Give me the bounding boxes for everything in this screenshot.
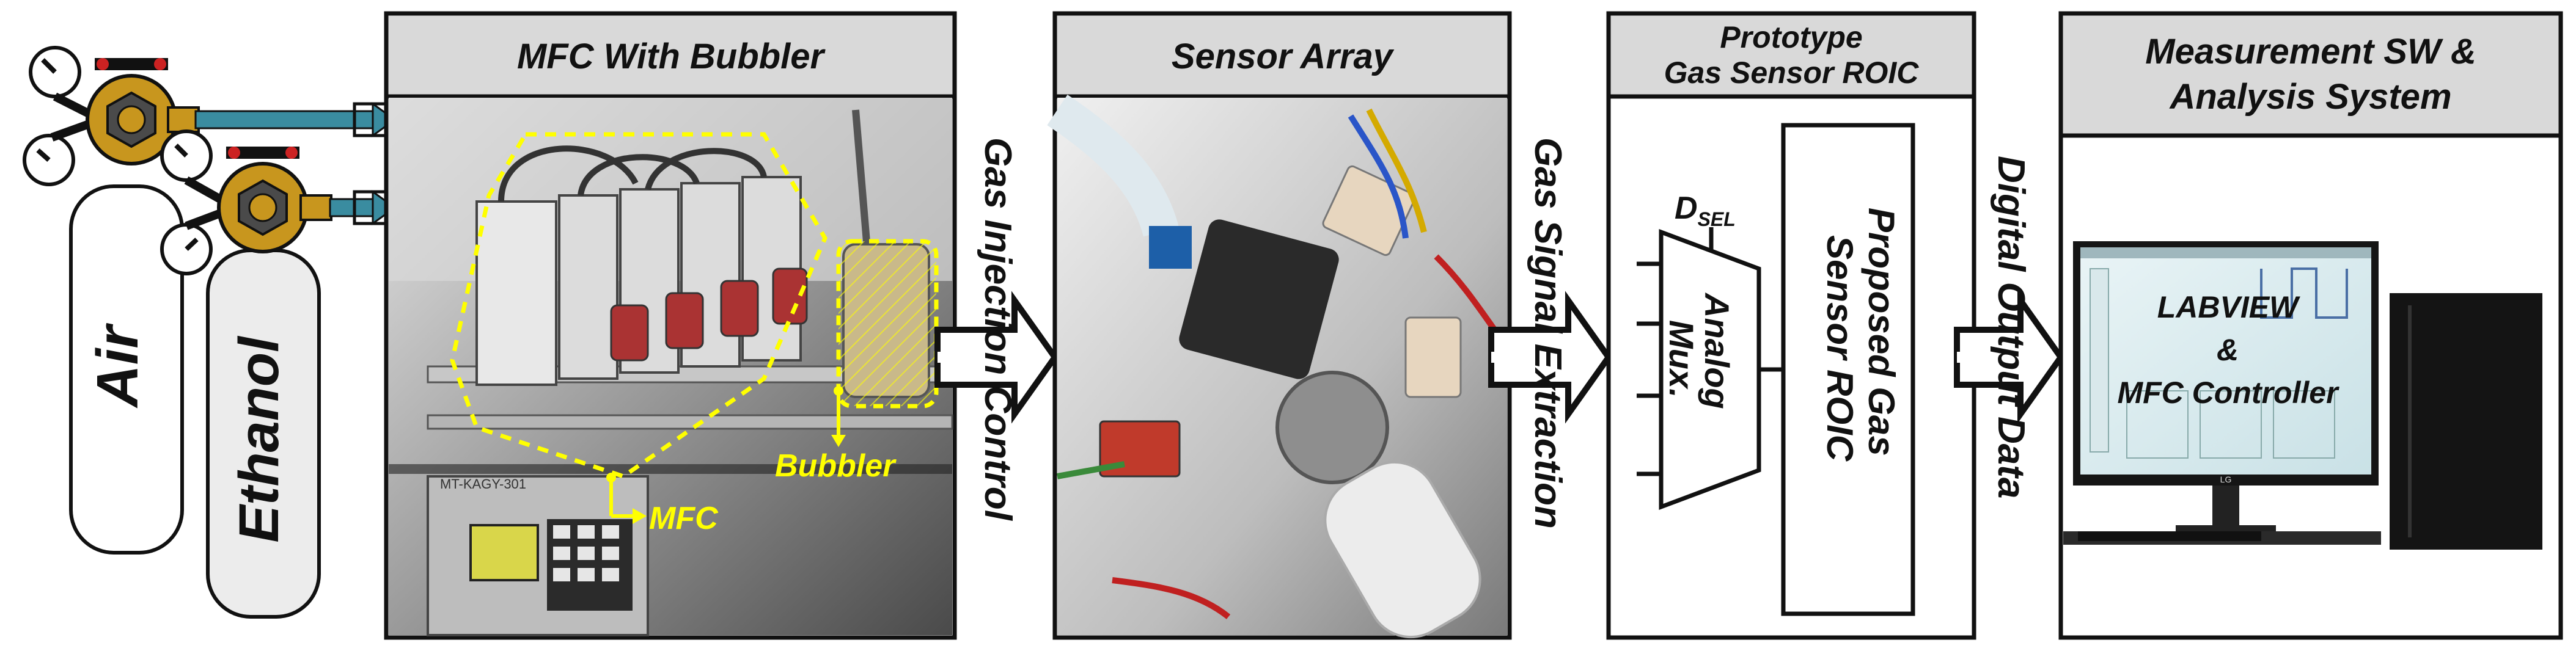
roic-label-line1: Proposed Gas [1861, 208, 1902, 456]
computer-photo: LG LABVIEW & MFC Controller [2063, 241, 2542, 550]
bubbler-label: Bubbler [775, 448, 897, 484]
sensor-panel: Sensor Array [1047, 11, 1512, 640]
roic-title-line2: Gas Sensor ROIC [1664, 56, 1920, 90]
mux-label-line1: Analog [1698, 292, 1736, 409]
digital-output-label: Digital Output Data [1990, 156, 2032, 498]
measurement-title-line1: Measurement SW & [2145, 32, 2476, 71]
analog-mux-block: Analog Mux. [1637, 227, 1761, 511]
roic-panel: Prototype Gas Sensor ROIC Analog Mux. DS… [1606, 11, 1976, 640]
ethanol-cylinder: Ethanol [206, 249, 321, 619]
air-label: Air [85, 323, 150, 409]
measurement-title-line2: Analysis System [2168, 77, 2451, 117]
bubbler-callout: Bubbler [775, 386, 897, 484]
mfc-label: MFC [649, 501, 719, 536]
ethanol-regulator-icon [160, 129, 332, 275]
proposed-roic-block: Proposed Gas Sensor ROIC [1781, 123, 1915, 616]
roic-title-line1: Prototype [1720, 20, 1862, 54]
controller-brand-label: MT-KAGY-301 [440, 476, 526, 492]
bubbler-highlight [836, 239, 939, 409]
mux-label-line2: Mux. [1662, 320, 1701, 398]
monitor-brand-label: LG [2220, 475, 2232, 484]
mfc-panel-title: MFC With Bubbler [517, 37, 826, 76]
mfc-panel: MFC With Bubbler [384, 11, 957, 640]
sensor-photo [1047, 95, 1507, 639]
dsel-label: DSEL [1675, 191, 1736, 230]
gas-injection-label: Gas Injection Control [977, 137, 1019, 522]
dsel-subscript: SEL [1698, 208, 1736, 230]
ethanol-label: Ethanol [228, 335, 290, 543]
mfc-callout: MFC [606, 473, 719, 536]
measurement-panel: Measurement SW & Analysis System LG [2058, 11, 2563, 640]
screen-label-line2: & [2217, 333, 2239, 367]
screen-label-line1: LABVIEW [2157, 290, 2300, 324]
screen-label-line3: MFC Controller [2117, 376, 2339, 410]
sensor-panel-title: Sensor Array [1172, 37, 1395, 76]
roic-label-line2: Sensor ROIC [1819, 235, 1860, 462]
digital-output-connector: Digital Output Data [1954, 156, 2065, 498]
mfc-highlight [450, 132, 827, 479]
dsel-main: D [1675, 191, 1698, 226]
gas-signal-connector: Gas Signal Extraction [1488, 137, 1613, 529]
air-regulator-icon [23, 46, 200, 186]
air-cylinder: Air [69, 184, 184, 555]
gas-injection-connector: Gas Injection Control [934, 137, 1059, 522]
air-gas-pipe [194, 102, 399, 137]
ethanol-gas-pipe [329, 190, 399, 225]
gas-signal-label: Gas Signal Extraction [1527, 137, 1569, 529]
